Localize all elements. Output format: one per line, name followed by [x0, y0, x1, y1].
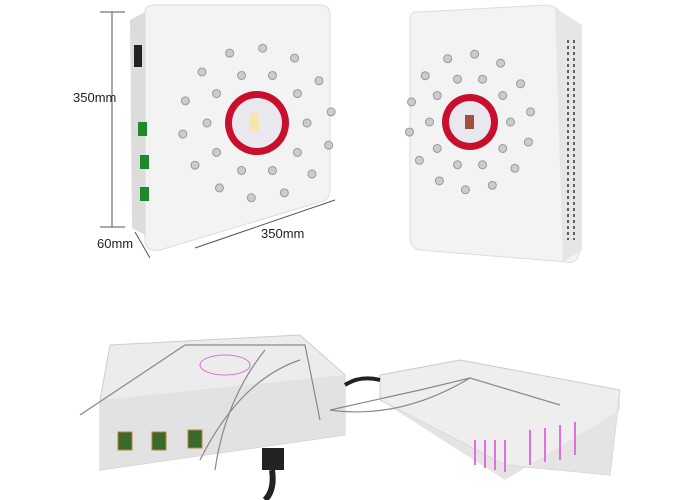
led-lens: [267, 70, 277, 80]
led-lens: [432, 143, 442, 153]
led-lens: [178, 129, 188, 139]
led-lens: [478, 160, 488, 170]
led-lens: [290, 53, 300, 63]
led-lens: [180, 96, 190, 106]
led-lens: [523, 137, 533, 147]
led-lens: [202, 118, 212, 128]
led-lens: [324, 140, 334, 150]
power-socket-icon: [134, 45, 142, 67]
led-lens: [510, 163, 520, 173]
led-lens: [496, 58, 506, 68]
led-lens: [279, 188, 289, 198]
led-lens: [470, 49, 480, 59]
depth-dimension-label: 60mm: [97, 236, 134, 251]
led-lens: [292, 89, 302, 99]
led-lens: [258, 43, 268, 53]
led-lens: [267, 166, 277, 176]
grow-light-back-views: [79, 334, 621, 500]
led-lens: [498, 143, 508, 153]
led-lens: [237, 166, 247, 176]
led-lens: [425, 117, 434, 127]
led-lens: [516, 79, 526, 89]
led-lens: [452, 160, 462, 170]
height-dimension-label: 350mm: [73, 90, 117, 105]
led-lens: [302, 118, 312, 128]
grow-light-angled-view: [404, 4, 582, 263]
led-lens: [246, 193, 256, 203]
led-lens: [460, 185, 470, 195]
led-lens: [452, 74, 462, 84]
led-lens: [326, 107, 336, 117]
grow-light-front-view: [130, 4, 336, 251]
led-lens: [214, 183, 224, 193]
led-lens: [237, 70, 247, 80]
led-lens: [225, 48, 235, 58]
switch-2: [140, 155, 149, 169]
led-lens: [506, 117, 515, 127]
led-lens: [292, 147, 302, 157]
dimension-lines: [100, 11, 336, 259]
hanging-wires: [79, 344, 561, 471]
led-lens: [314, 76, 324, 86]
led-lens: [478, 74, 488, 84]
led-lens: [432, 91, 442, 101]
led-lens: [434, 176, 444, 186]
power-plug-icon: [262, 448, 284, 470]
width-dimension-label: 350mm: [261, 226, 305, 241]
led-lens: [407, 97, 417, 107]
led-lens: [414, 155, 424, 165]
led-lens: [487, 180, 497, 190]
led-lens: [420, 71, 430, 81]
led-lens: [498, 91, 508, 101]
led-lens: [212, 89, 222, 99]
led-lens: [190, 160, 200, 170]
switch-1: [138, 122, 147, 136]
led-lens: [526, 107, 536, 117]
led-lens: [404, 127, 414, 137]
led-lens: [443, 54, 453, 64]
led-lens: [307, 169, 317, 179]
switch-3: [140, 187, 149, 201]
led-lens: [212, 147, 222, 157]
led-lens: [197, 67, 207, 77]
